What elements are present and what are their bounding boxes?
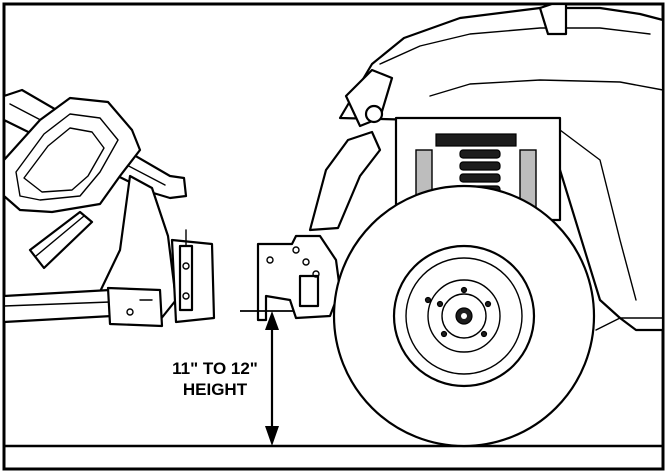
height-word-text: HEIGHT [182,380,248,399]
vehicle-front-bumper [308,130,382,232]
attachment-implement [2,88,216,328]
tractor-vehicle [256,2,665,448]
dimension-arrow-down [265,426,279,446]
height-dimension [240,310,294,446]
height-dimension-label: 11" TO 12" HEIGHT [150,358,280,400]
dimension-arrow-up [265,311,279,330]
vehicle-seat-post [538,2,568,36]
attachment-housing [2,96,142,214]
height-range-text: 11" TO 12" [172,359,258,378]
attachment-cylinder [28,210,94,270]
suspension-mount [435,133,517,147]
